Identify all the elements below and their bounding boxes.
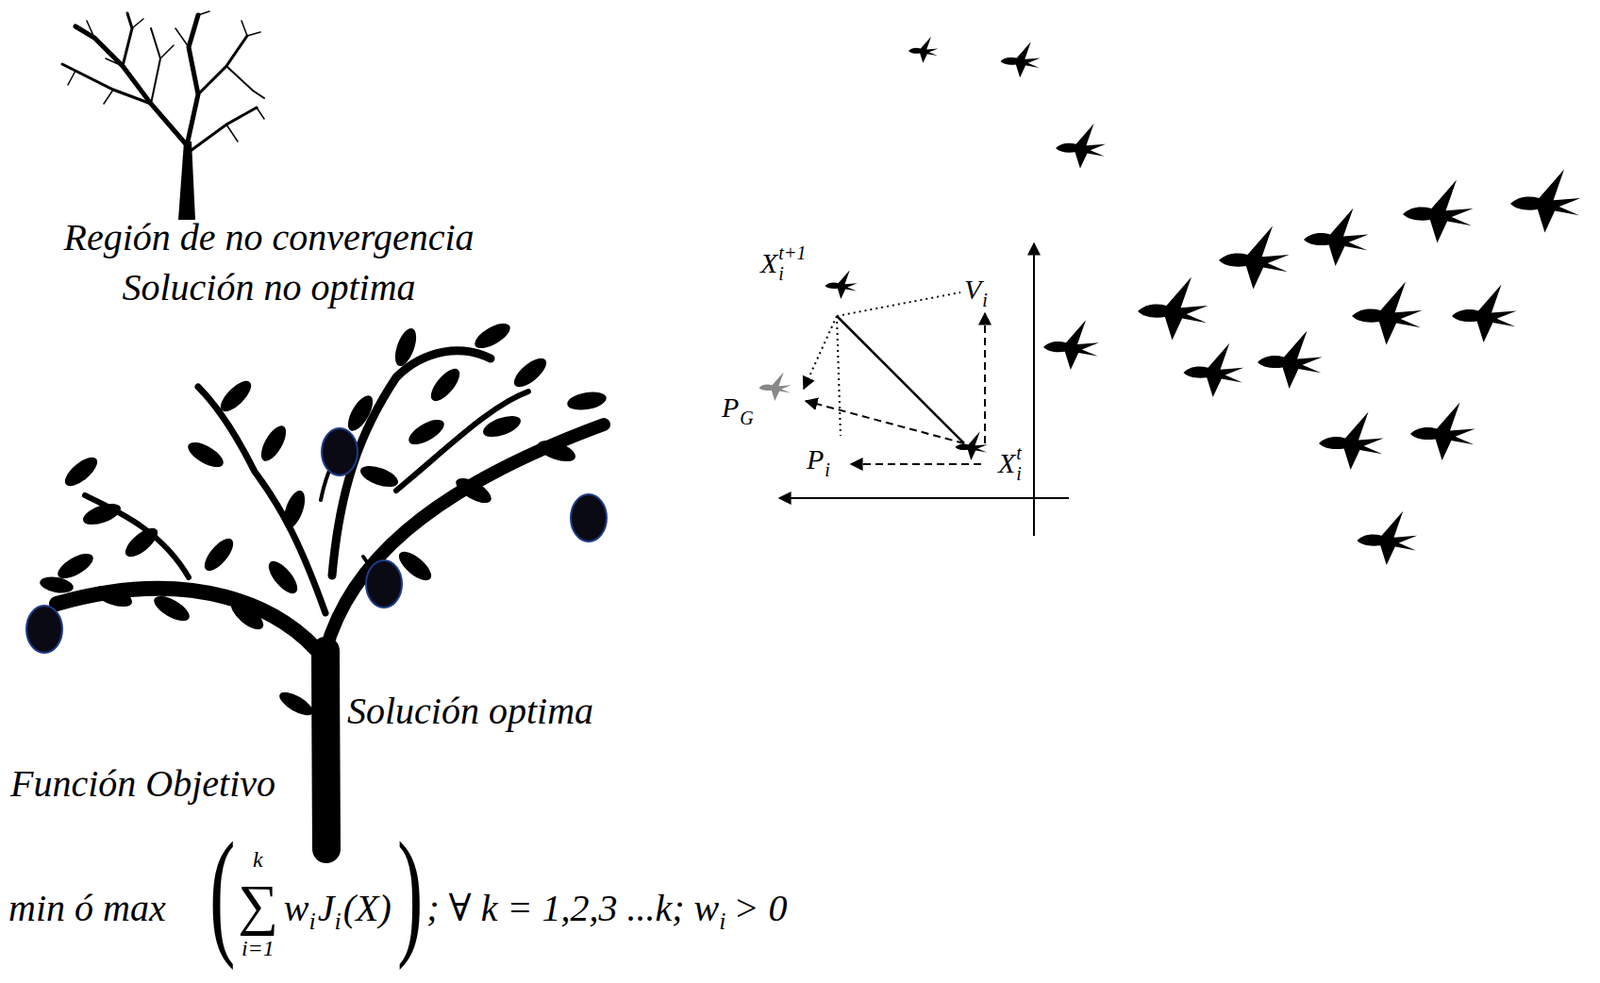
formula-paren: ) <box>397 820 423 963</box>
formula-text: J <box>317 886 335 931</box>
formula-text: (X) <box>343 886 392 931</box>
formula-text: > 0 <box>733 886 787 931</box>
subscript: i <box>718 907 726 936</box>
swallow-flock <box>908 36 1581 566</box>
vector-label: P <box>721 391 739 425</box>
subscript: i <box>308 907 316 936</box>
formula-text: ; ∀ k = 1,2,3 ...k; <box>426 886 684 931</box>
pso-vectors <box>759 243 1070 536</box>
formula-text: w <box>283 886 310 931</box>
superscript: t+1 <box>778 242 806 265</box>
formula-limit: k <box>252 847 264 874</box>
vector-label: X <box>998 447 1016 481</box>
subscript: i <box>1016 463 1022 485</box>
subscript: i <box>333 907 341 936</box>
formula-text: w <box>694 886 720 931</box>
formula-text: min ó max <box>8 886 167 931</box>
formula-sum: ∑ <box>237 872 279 938</box>
region-label: Solución no optima <box>121 266 416 310</box>
subscript: i <box>778 263 784 285</box>
subscript: G <box>739 407 753 430</box>
region-label: Región de no convergencia <box>63 216 474 260</box>
bare-tree <box>62 11 265 220</box>
vector-label: X <box>760 247 778 281</box>
subscript: i <box>824 459 831 482</box>
formula-paren: ( <box>209 820 235 963</box>
superscript: t <box>1016 442 1022 465</box>
vector-label: P <box>806 443 824 477</box>
subscript: i <box>982 289 988 312</box>
vector-label: V <box>964 273 982 307</box>
formula-limit: i=1 <box>241 935 275 963</box>
tree-label: Función Objetivo <box>10 762 276 806</box>
tree-label: Solución optima <box>347 689 594 734</box>
